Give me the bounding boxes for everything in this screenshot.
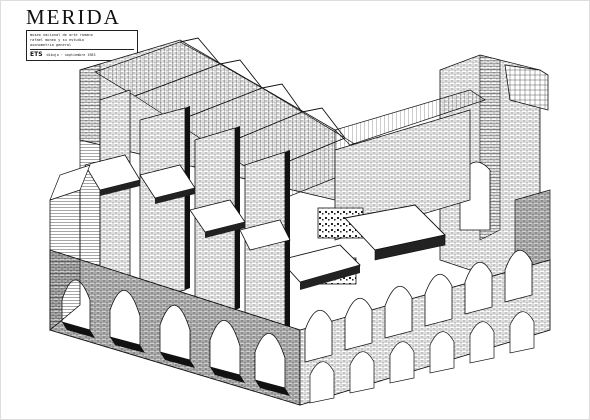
school-logo: ETS bbox=[30, 51, 43, 58]
title-line-2: rafael moneo y su estudio bbox=[30, 38, 85, 42]
terrace-slabs bbox=[279, 204, 446, 290]
title-cartouche: museo nacional de arte romano rafael mon… bbox=[26, 30, 138, 61]
title-footer: ETS dibujo · septiembre 1983 bbox=[30, 49, 134, 58]
gallery-slabs bbox=[84, 154, 291, 251]
drawing-title: MERIDA bbox=[26, 5, 121, 29]
title-block: MERIDA museo nacional de arte romano raf… bbox=[26, 6, 138, 61]
right-roof bbox=[334, 89, 486, 241]
roof-skylights bbox=[94, 37, 381, 197]
title-line-3: axonometria general bbox=[30, 43, 72, 47]
left-end-wall bbox=[49, 164, 91, 331]
title-line-1: museo nacional de arte romano bbox=[30, 33, 93, 37]
drawing-meta: dibujo · septiembre 1983 bbox=[46, 52, 96, 57]
